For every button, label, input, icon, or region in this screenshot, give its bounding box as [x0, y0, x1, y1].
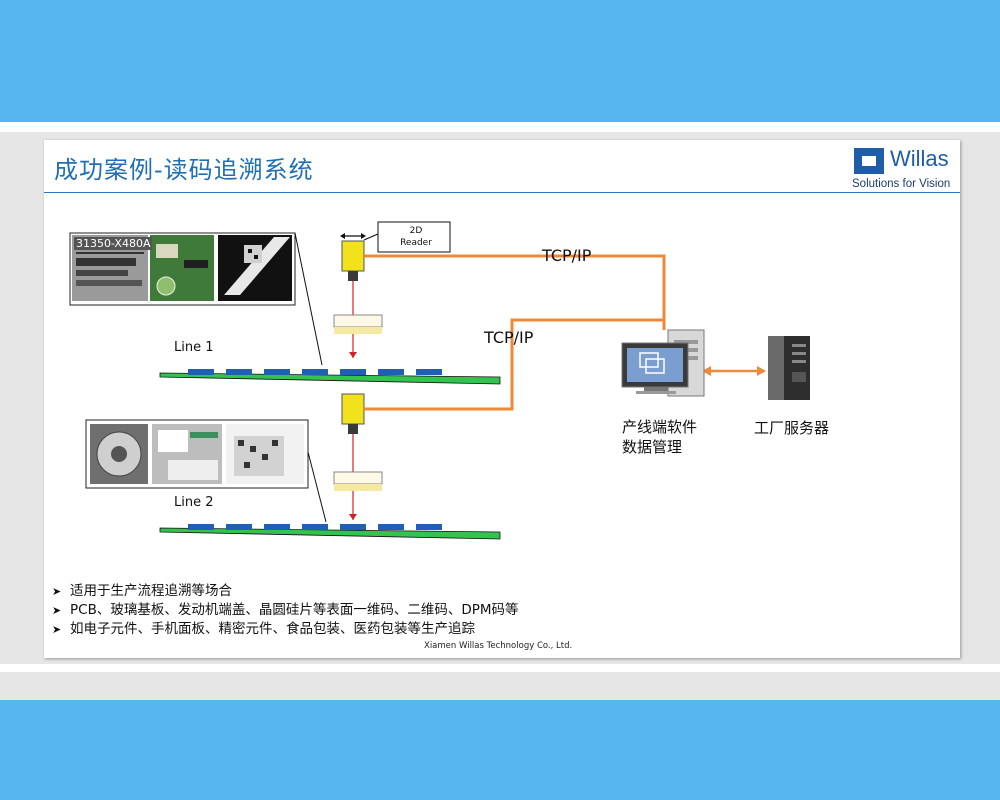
bullet-text: 如电子元件、手机面板、精密元件、食品包装、医药包装等生产追踪 [70, 621, 475, 637]
bullet-list: ➤ 适用于生产流程追溯等场合 ➤ PCB、玻璃基板、发动机端盖、晶圆硅片等表面一… [52, 582, 519, 639]
photo1-part-number: 31350-X480A [74, 237, 153, 250]
footer-company: Xiamen Willas Technology Co., Ltd. [424, 641, 573, 651]
bullet-item: ➤ PCB、玻璃基板、发动机端盖、晶圆硅片等表面一维码、二维码、DPM码等 [52, 601, 519, 620]
reader-camera-2 [333, 393, 383, 520]
photo-panel-line1 [69, 232, 296, 306]
reader-label-line2: Reader [400, 238, 432, 248]
logo-mark-icon [854, 148, 884, 174]
bullet-text: PCB、玻璃基板、发动机端盖、晶圆硅片等表面一维码、二维码、DPM码等 [70, 602, 519, 618]
traceability-diagram [69, 221, 810, 540]
reader-label-box [377, 221, 451, 253]
server-label: 工厂服务器 [754, 419, 830, 437]
photo-panel-line2 [85, 419, 309, 489]
line1-label: Line 1 [174, 340, 214, 355]
tcp-link-2 [364, 318, 664, 411]
bullet-arrow-icon: ➤ [52, 623, 62, 636]
bullet-item: ➤ 如电子元件、手机面板、精密元件、食品包装、医药包装等生产追踪 [52, 620, 519, 639]
tcp-label-1: TCP/IP [542, 246, 592, 265]
tcp-label-2: TCP/IP [484, 328, 534, 347]
conveyor-line2 [159, 524, 501, 540]
reader-label-line1: 2D [409, 226, 423, 236]
bullet-item: ➤ 适用于生产流程追溯等场合 [52, 582, 519, 601]
slide: 成功案例-读码追溯系统 Willas Solutions for Vision [44, 140, 960, 658]
reader-camera-1 [333, 233, 383, 358]
bullet-arrow-icon: ➤ [52, 585, 62, 598]
bullet-arrow-icon: ➤ [52, 604, 62, 617]
bottom-divider [0, 664, 1000, 672]
pc-label: 产线端软件 数据管理 [622, 417, 697, 457]
server-icon [768, 336, 810, 400]
top-divider [0, 122, 1000, 132]
tcp-link-1 [364, 254, 666, 330]
willas-logo: Willas Solutions for Vision [850, 146, 956, 192]
title-rule [44, 192, 960, 193]
bullet-text: 适用于生产流程追溯等场合 [70, 583, 232, 599]
top-band [0, 0, 1000, 122]
computer-icon [621, 329, 705, 397]
line2-label: Line 2 [174, 495, 214, 510]
bottom-band [0, 700, 1000, 800]
slide-title: 成功案例-读码追溯系统 [54, 156, 314, 184]
pc-label-line2: 数据管理 [622, 438, 683, 456]
conveyor-line1 [159, 369, 501, 385]
pc-label-line1: 产线端软件 [622, 418, 698, 436]
reader-label: 2D Reader [381, 225, 451, 249]
logo-name: Willas [890, 146, 949, 171]
logo-tagline: Solutions for Vision [852, 178, 951, 190]
